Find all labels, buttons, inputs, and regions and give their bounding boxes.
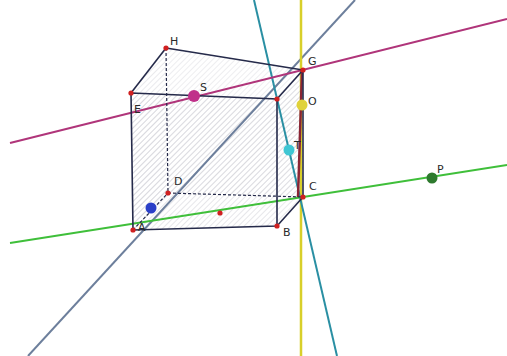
point-label: E bbox=[134, 104, 141, 115]
point-label: T bbox=[294, 140, 301, 151]
point-label: B bbox=[283, 227, 291, 238]
point-label: S bbox=[200, 82, 207, 93]
point-label: H bbox=[170, 36, 178, 47]
point-label: G bbox=[308, 56, 317, 67]
point-label: C bbox=[309, 181, 317, 192]
point-label: O bbox=[308, 96, 317, 107]
point-label: P bbox=[437, 164, 444, 175]
point-label: D bbox=[174, 176, 182, 187]
point-label: A bbox=[138, 222, 146, 233]
